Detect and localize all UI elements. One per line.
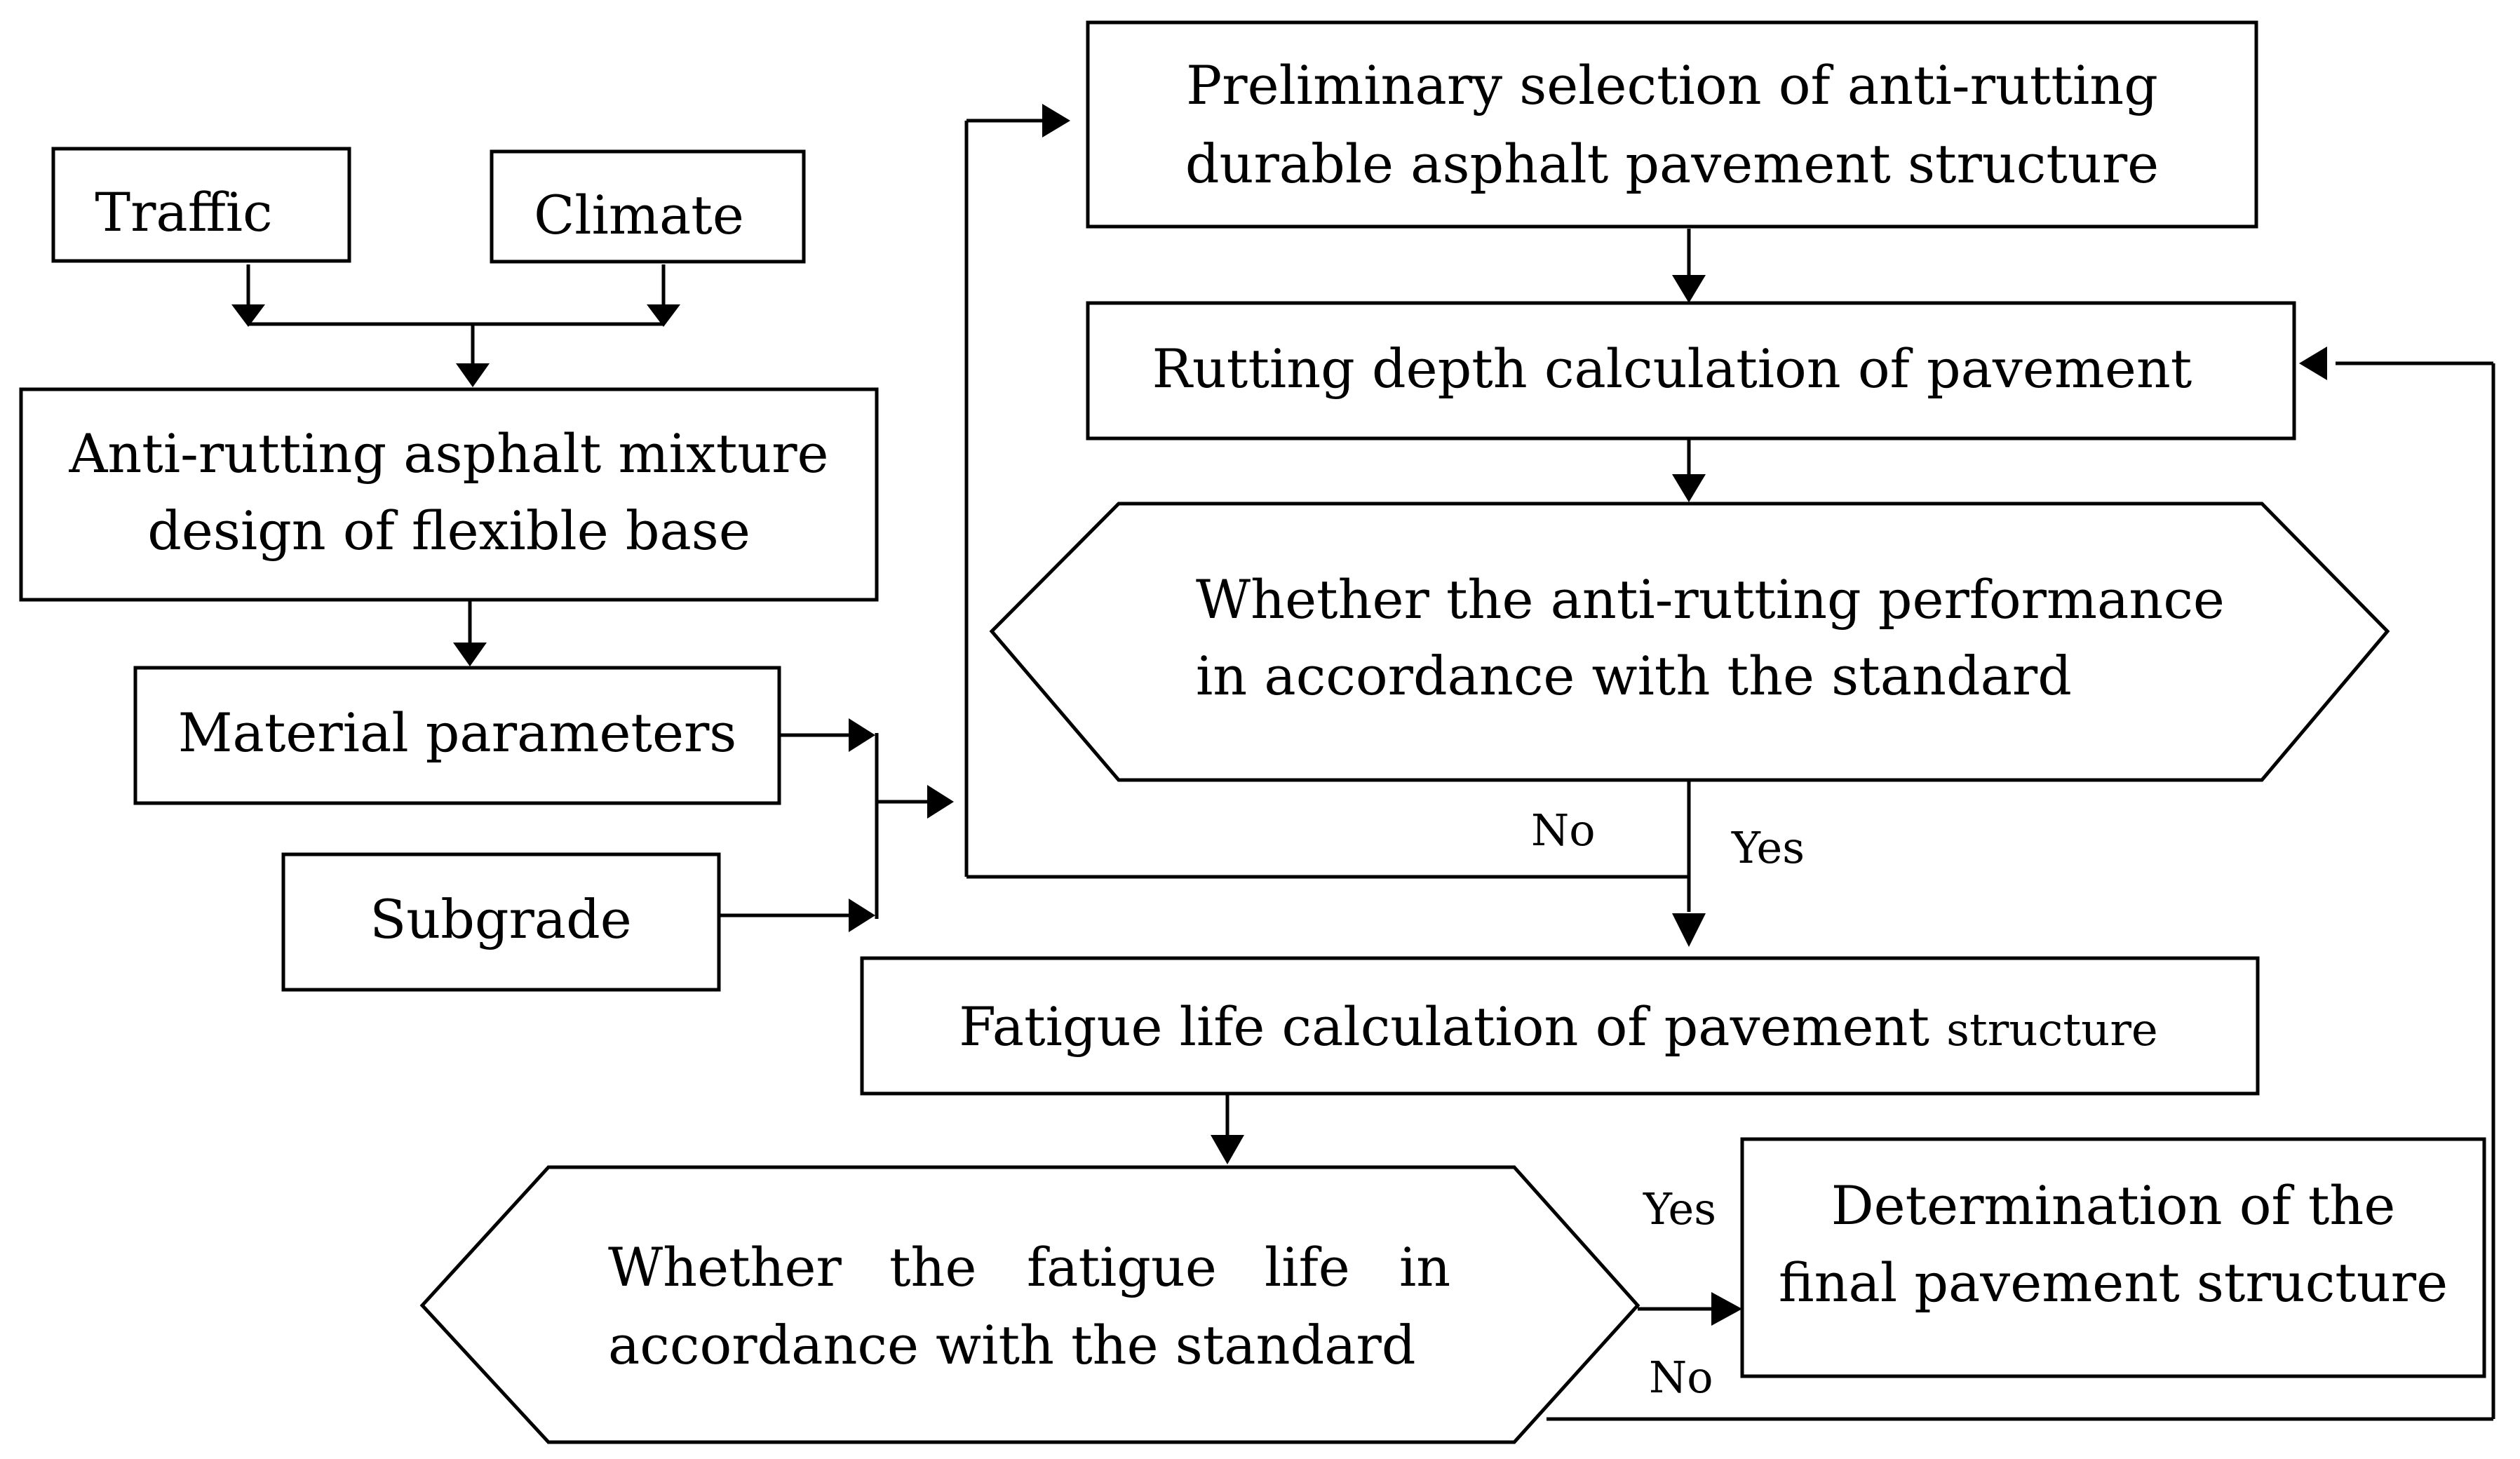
arrowhead-traffic <box>231 304 265 327</box>
material-parameters-label: Material parameters <box>178 701 737 764</box>
fatigue-calc-box <box>860 956 2260 1096</box>
rutting-calc-box <box>1086 301 2296 441</box>
subgrade-label: Subgrade <box>370 888 632 950</box>
anti-rutting-check-hexagon <box>989 502 2390 782</box>
arrowhead-subgrade-right <box>849 899 875 932</box>
arrowhead-bracket-to-loop <box>927 785 954 819</box>
mixture-design-box <box>19 387 879 602</box>
fatigue-check-label-line2: accordance with the standard <box>608 1314 1416 1376</box>
traffic-box <box>51 147 351 263</box>
rutting-calc-label: Rutting depth calculation of pavement <box>1152 337 2192 400</box>
arrowhead-to-material <box>453 643 487 666</box>
arrowhead-climate <box>647 304 680 327</box>
final-structure-label-line2: final pavement structure <box>1779 1251 2448 1314</box>
arrowhead-no-to-rutting <box>2299 347 2327 380</box>
arrowhead-to-preliminary <box>1042 104 1070 137</box>
fatigue-calc-label-tail: structure <box>1946 1004 2158 1056</box>
arrowhead-to-rutting-check <box>1672 474 1706 502</box>
arrowhead-material-right <box>849 718 875 752</box>
edge-label-rutting-no: No <box>1531 805 1596 856</box>
climate-box <box>490 149 806 264</box>
edge-label-fatigue-yes: Yes <box>1643 1183 1716 1235</box>
fatigue-check-word-2: the <box>889 1236 976 1298</box>
preliminary-selection-box <box>1086 20 2258 229</box>
arrowhead-to-rutting <box>1672 275 1706 303</box>
anti-rutting-check-label-line1: Whether the anti-rutting performance <box>1196 568 2225 631</box>
traffic-label: Traffic <box>95 181 272 243</box>
edge-label-fatigue-no: No <box>1649 1352 1713 1403</box>
mixture-design-label-line1: Anti-rutting asphalt mixture <box>68 422 828 485</box>
fatigue-check-word-4: life <box>1265 1236 1350 1298</box>
arrowhead-to-final <box>1711 1292 1742 1326</box>
final-structure-label-line1: Determination of the <box>1831 1174 2396 1237</box>
climate-label: Climate <box>534 184 744 246</box>
arrowhead-to-mixture <box>456 363 490 387</box>
connectors <box>246 119 2495 1421</box>
fatigue-calc-label-main: Fatigue life calculation of pavement <box>959 995 1946 1058</box>
preliminary-selection-label-line1: Preliminary selection of anti-rutting <box>1186 54 2158 116</box>
fatigue-check-word-1: Whether <box>608 1236 842 1298</box>
edge-labels: No Yes Yes No <box>1531 805 1805 1403</box>
arrowhead-to-fatigue-check <box>1211 1135 1244 1164</box>
fatigue-check-word-5: in <box>1399 1236 1450 1298</box>
final-structure-box <box>1740 1137 2486 1378</box>
fatigue-check-hexagon <box>419 1165 1640 1444</box>
subgrade-box <box>281 852 721 992</box>
nodes <box>19 20 2486 1444</box>
node-labels: Traffic Climate Anti-rutting asphalt mix… <box>68 54 2448 1376</box>
edge-label-rutting-yes: Yes <box>1731 822 1805 873</box>
preliminary-selection-label-line2: durable asphalt pavement structure <box>1185 133 2159 195</box>
arrowheads <box>231 104 2327 1326</box>
fatigue-check-word-3: fatigue <box>1027 1236 1217 1298</box>
mixture-design-label-line2: design of flexible base <box>147 499 750 562</box>
anti-rutting-check-label-line2: in accordance with the standard <box>1196 645 2072 707</box>
fatigue-calc-label: Fatigue life calculation of pavement str… <box>959 995 2158 1058</box>
material-parameters-box <box>133 666 781 805</box>
arrowhead-to-fatigue-calc <box>1672 913 1706 947</box>
